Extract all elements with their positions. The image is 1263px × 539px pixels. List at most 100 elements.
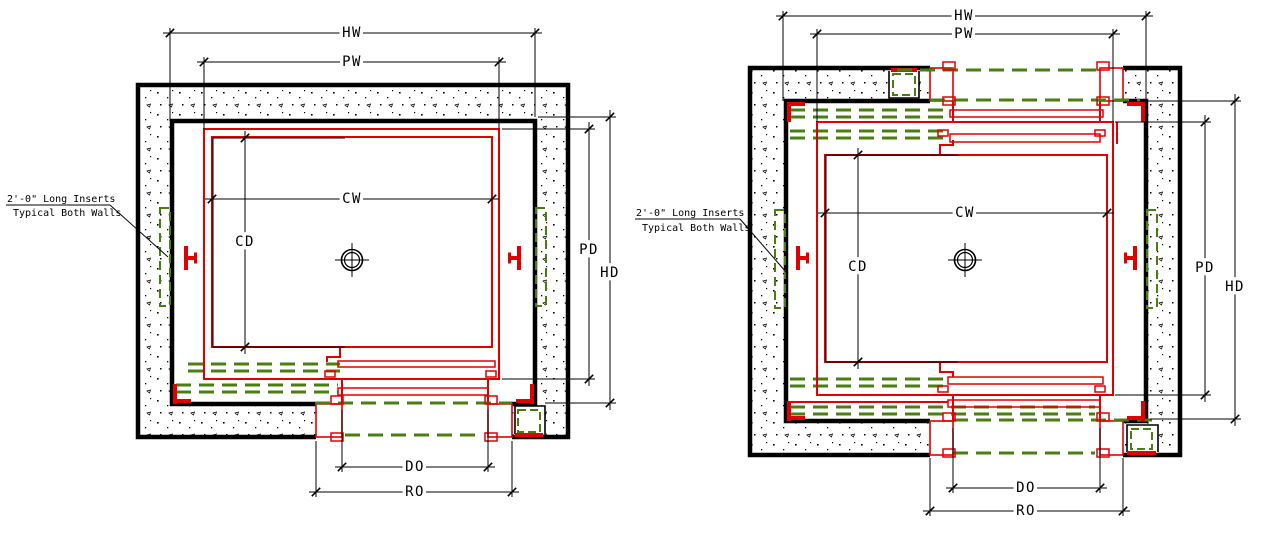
hoistway-wall-outer-line bbox=[135, 82, 571, 440]
jamb-anchor-box bbox=[942, 96, 956, 106]
dim-tick bbox=[1108, 29, 1118, 39]
sill-tab bbox=[1094, 385, 1106, 393]
dim-cw: CW bbox=[818, 202, 1114, 225]
sill-pocket-insert bbox=[1130, 428, 1153, 450]
dim-tick bbox=[1230, 96, 1240, 106]
dim-cw: CW bbox=[205, 188, 499, 211]
guide-rail-bracket-icon bbox=[1126, 256, 1133, 260]
dim-tick bbox=[1095, 483, 1105, 493]
dim-label-ro: RO bbox=[1016, 503, 1036, 519]
dim-tick bbox=[207, 194, 217, 204]
dim-tick bbox=[1200, 390, 1210, 400]
cab-outline bbox=[211, 136, 493, 348]
sill-tab bbox=[485, 370, 497, 378]
sill-pocket-insert bbox=[892, 73, 916, 96]
door-sill bbox=[947, 376, 1104, 385]
dim-tick bbox=[494, 57, 504, 67]
note-line2: Typical Both Walls bbox=[642, 223, 750, 234]
dim-tick bbox=[311, 487, 321, 497]
corner-angle bbox=[787, 102, 805, 106]
door-sill bbox=[337, 360, 496, 368]
jamb-anchor-box bbox=[1096, 96, 1110, 106]
dim-label-do: DO bbox=[1016, 480, 1036, 496]
dim-tick bbox=[853, 357, 863, 367]
dim-label-hw: HW bbox=[342, 25, 362, 41]
dim-tick bbox=[925, 506, 935, 516]
sill-tab bbox=[324, 370, 336, 378]
jamb-anchor-box bbox=[330, 395, 344, 405]
note-line2: Typical Both Walls bbox=[13, 208, 121, 219]
corner-angle bbox=[530, 384, 534, 404]
jamb-anchor-box bbox=[1096, 412, 1110, 422]
dim-cd: CD bbox=[212, 131, 345, 354]
wall-insert bbox=[535, 207, 547, 307]
door-jamb-hatch bbox=[929, 67, 954, 102]
corner-angle bbox=[1141, 401, 1145, 421]
sill-pocket-red-line bbox=[1127, 451, 1156, 455]
sill-pocket-outline bbox=[888, 71, 920, 99]
sill-pocket-outline bbox=[1126, 424, 1159, 452]
jamb-anchor-box bbox=[942, 412, 956, 422]
dim-cd: CD bbox=[825, 148, 958, 369]
cab-door-return bbox=[326, 347, 341, 362]
sill-pocket-red-line bbox=[515, 433, 543, 437]
door-jamb-hatch bbox=[1099, 420, 1124, 456]
note-leader-line bbox=[739, 218, 787, 273]
sill-pocket-outline bbox=[514, 405, 546, 434]
dim-tick bbox=[1118, 506, 1128, 516]
dim-tick bbox=[584, 124, 594, 134]
dim-tick bbox=[1200, 117, 1210, 127]
dim-label-ro: RO bbox=[405, 484, 425, 500]
wall-insert bbox=[1146, 209, 1158, 309]
dim-ro: RO bbox=[309, 441, 519, 504]
note-line1: 2'-0" Long Inserts bbox=[7, 194, 115, 205]
dim-tick bbox=[605, 112, 615, 122]
dim-tick bbox=[584, 374, 594, 384]
guide-rail-bracket-icon bbox=[806, 252, 809, 264]
dim-label-hd: HD bbox=[600, 265, 620, 281]
corner-angle bbox=[787, 416, 805, 420]
guide-rail-bracket-icon bbox=[194, 252, 197, 264]
jamb-anchor-box bbox=[1096, 448, 1110, 458]
note-line1: 2'-0" Long Inserts bbox=[636, 208, 744, 219]
hoistway-wall-inner-line bbox=[1123, 98, 1149, 424]
corner-angle bbox=[516, 399, 534, 403]
dim-label-hd: HD bbox=[1225, 279, 1245, 295]
hoistway-wall-outer-line bbox=[747, 65, 930, 458]
guide-rail-bracket-icon bbox=[184, 246, 188, 270]
door-sill bbox=[949, 133, 1101, 143]
note-leader-line bbox=[109, 204, 169, 258]
jamb-anchor-box bbox=[942, 61, 956, 71]
jamb-anchor-box bbox=[942, 448, 956, 458]
door-jamb-hatch bbox=[487, 403, 513, 438]
guide-rail-bracket-icon bbox=[796, 246, 800, 270]
dim-tick bbox=[240, 133, 250, 143]
dim-tick bbox=[1102, 208, 1112, 218]
dim-label-cw: CW bbox=[342, 191, 362, 207]
dim-tick bbox=[530, 28, 540, 38]
cab-door-return bbox=[939, 362, 954, 377]
dim-tick bbox=[337, 462, 347, 472]
sill-tab bbox=[937, 385, 949, 393]
dim-label-pd: PD bbox=[579, 242, 599, 258]
corner-angle bbox=[1127, 102, 1145, 106]
dim-hw: HW bbox=[163, 22, 542, 121]
dim-pd: PD bbox=[502, 122, 601, 386]
dim-tick bbox=[853, 150, 863, 160]
door-sill bbox=[337, 387, 489, 396]
dim-tick bbox=[1230, 414, 1240, 424]
corner-angle bbox=[1141, 102, 1145, 122]
dim-pw: PW bbox=[197, 51, 506, 129]
dim-label-cw: CW bbox=[955, 205, 975, 221]
dim-tick bbox=[778, 11, 788, 21]
dim-tick bbox=[487, 194, 497, 204]
dim-tick bbox=[507, 487, 517, 497]
cab-outline bbox=[824, 154, 1108, 363]
jamb-anchor-box bbox=[484, 395, 498, 405]
door-jamb-hatch bbox=[1099, 67, 1124, 102]
corner-angle bbox=[787, 102, 791, 122]
guide-rail-bracket-icon bbox=[188, 256, 195, 260]
dim-tick bbox=[199, 57, 209, 67]
